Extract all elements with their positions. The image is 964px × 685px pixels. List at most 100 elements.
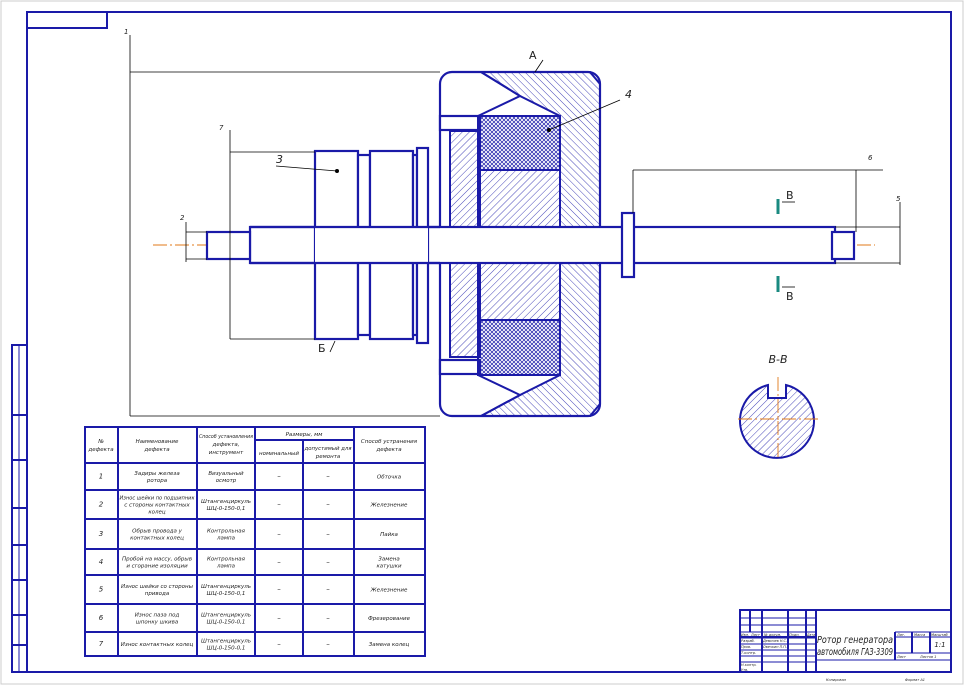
cell-repair: Железнение [370,503,408,509]
cell-num: 1 [99,473,103,481]
th-detect-1: Способ установления [199,434,254,440]
cell-name: и сгорание изоляции [126,564,188,570]
cell-nominal: – [277,558,281,566]
cell-detect: ШЦ-0-150-0,1 [207,506,246,512]
tb-scale: 1:1 [934,641,945,649]
inner-frame [26,11,952,673]
tb-head-sign: Подп. [789,633,800,637]
cell-allowed: – [326,614,330,622]
cell-detect: ШЦ-0-150-0,1 [207,591,246,597]
cell-name: Износ шейки со стороны [121,584,194,590]
tb-role-tcontr: Т.контр. [741,651,756,655]
callout-4: 4 [625,88,632,101]
title-block: Изм. Лист № докум. Подп. Дата Разраб. Пр… [739,609,952,682]
th-repair-2: дефекта [375,447,402,453]
flange [620,211,636,279]
cell-name: ротора [146,478,168,484]
tb-role-approve: Утв. [741,668,748,672]
cell-detect: Штангенциркуль [201,584,251,590]
tb-name-dev: Демичев Н.С. [762,639,787,643]
cell-num: 6 [99,614,104,622]
cell-detect: лампа [216,564,236,570]
th-sizes: Размеры, мм [286,432,323,438]
slip-rings [250,146,440,345]
cell-detect: лампа [216,536,236,542]
tb-role-check: Пров. [741,645,751,649]
tb-role-dev: Разраб. [741,639,755,643]
tb-sheet: Лист [896,655,907,659]
cell-detect: ШЦ-0-150-0,1 [207,646,246,652]
cell-repair: Фрезерование [368,616,411,622]
callout-3: 3 [276,153,283,166]
section-mark-bottom: В [786,290,794,303]
cell-nominal: – [277,473,281,481]
cell-allowed: – [326,473,330,481]
cell-nominal: – [277,640,281,648]
section-marks: В В В-В [768,189,795,366]
tb-head-date: Дата [806,633,815,637]
th-detect-3: инструмент [209,450,244,456]
cell-allowed: – [326,586,330,594]
cell-detect: Штангенциркуль [201,499,251,505]
left-stamp-strip [11,344,28,673]
th-repair-1: Способ устранения [361,439,418,445]
defects-table: № дефекта Наименование дефекта Способ ус… [84,426,426,657]
cell-name: шпонку шкива [136,620,179,626]
cell-repair: Железнение [370,588,408,594]
tb-mass: Масса [914,633,925,637]
callout-labels: 1 2 3 4 5 6 7 А Б [124,28,901,355]
label-b: Б [318,342,326,355]
callout-7: 7 [219,124,224,132]
tb-title-1: Ротор генератора [817,635,893,646]
section-title: В-В [768,353,787,366]
callout-1: 1 [124,28,128,36]
cell-name: Износ паза под [135,613,180,619]
cell-name: колец [148,510,166,516]
cell-repair: Обточка [377,475,402,481]
cell-repair: Замена колец [369,642,410,648]
cell-allowed: – [326,558,330,566]
cell-name: Обрыв провода у [132,529,183,535]
cell-num: 5 [99,586,104,594]
th-detect-2: дефекта, [212,442,240,448]
coil-bottom [477,319,561,376]
tb-head-list: Лист [750,633,761,637]
th-allowed-1: допустимый для [304,446,353,452]
cell-name: контактных колец [130,536,184,542]
cell-nominal: – [277,530,281,538]
cell-name: привода [145,591,170,597]
cell-detect: Штангенциркуль [201,613,251,619]
top-left-box [26,11,108,29]
dimensions [129,35,901,417]
section-mark-top: В [786,189,794,202]
cell-detect: осмотр [216,478,237,484]
cell-allowed: – [326,530,330,538]
cell-num: 4 [99,558,103,566]
th-num-1: № [97,439,104,445]
th-nominal: номинальный [259,451,299,457]
cell-nominal: – [277,501,281,509]
cell-repair: катушки [376,564,402,570]
tb-head-doc: № докум. [763,633,781,637]
label-a: А [529,49,537,62]
cell-detect: Визуальный [208,471,244,477]
cell-detect: Контрольная [207,529,246,535]
cell-name: Задиры железа [134,471,180,477]
cell-repair: Пайка [380,532,398,538]
tb-format: Формат А1 [905,678,925,682]
th-name-1: Наименование [136,439,179,445]
tb-copied: Копировал [826,678,847,682]
th-num-2: дефекта [87,447,114,453]
coil-top [477,115,561,171]
tb-head-izm: Изм. [741,633,749,637]
cell-num: 2 [99,501,104,509]
tb-title-2: автомобиля ГАЗ-3309 [817,646,893,658]
